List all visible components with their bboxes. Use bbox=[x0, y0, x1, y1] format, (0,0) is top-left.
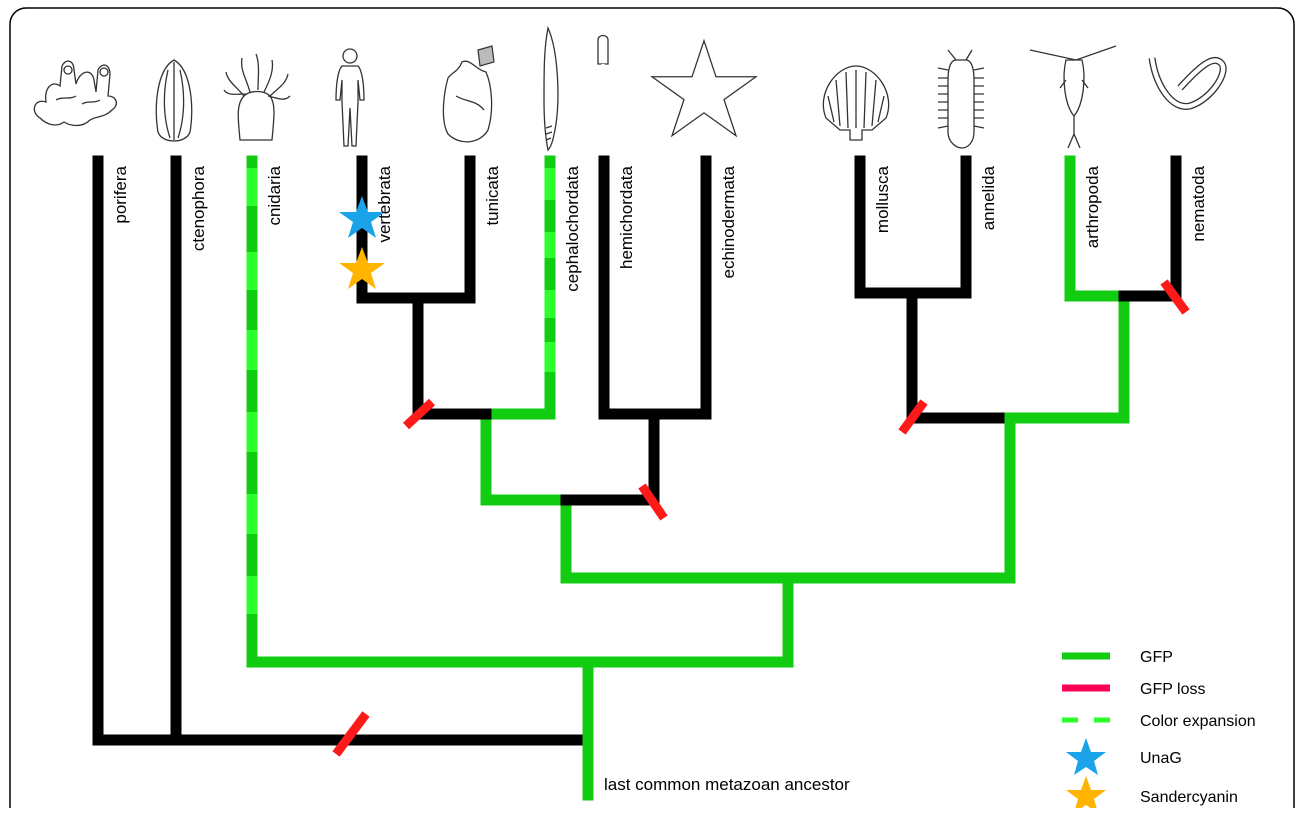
taxon-label-cephalochordata: cephalochordata bbox=[563, 165, 582, 291]
taxon-label-arthropoda: arthropoda bbox=[1083, 165, 1102, 248]
gfp-loss-marks bbox=[332, 279, 1190, 757]
tree-branches bbox=[92, 155, 1182, 801]
gfp-loss-lophotrochozoa bbox=[898, 399, 928, 435]
frame-border bbox=[9, 7, 1295, 813]
legend-unag-star-icon bbox=[1066, 738, 1106, 775]
taxon-label-hemichordata: hemichordata bbox=[617, 165, 636, 269]
lancelet-icon bbox=[543, 25, 559, 152]
legend: GFP GFP loss Color expansion UnaG Sander… bbox=[1062, 649, 1256, 813]
sea-anemone-icon bbox=[223, 53, 291, 141]
color-expansion-dashes bbox=[246, 168, 556, 614]
root-label: last common metazoan ancestor bbox=[604, 775, 850, 794]
taxon-label-ctenophora: ctenophora bbox=[189, 165, 208, 251]
unag-star-icon bbox=[339, 196, 385, 238]
taxon-label-nematoda: nematoda bbox=[1189, 165, 1208, 241]
human-icon bbox=[335, 48, 365, 147]
taxon-label-cnidaria: cnidaria bbox=[265, 165, 284, 225]
gfp-loss-olfactores bbox=[402, 398, 436, 430]
taxon-label-echinodermata: echinodermata bbox=[719, 165, 738, 278]
taxon-labels: porifera ctenophora cnidaria vertebrata … bbox=[111, 165, 1208, 291]
taxon-label-tunicata: tunicata bbox=[483, 165, 502, 225]
gfp-loss-ctenophora-porifera bbox=[332, 711, 370, 757]
taxon-label-annelida: annelida bbox=[979, 165, 998, 230]
legend-sandercyanin-label: Sandercyanin bbox=[1140, 789, 1238, 806]
sponge-icon bbox=[33, 60, 118, 127]
taxon-label-mollusca: mollusca bbox=[873, 165, 892, 233]
legend-unag-label: UnaG bbox=[1140, 750, 1182, 767]
sandercyanin-star-icon bbox=[339, 247, 385, 289]
gfp-loss-nematoda bbox=[1160, 279, 1190, 315]
legend-color-expansion-label: Color expansion bbox=[1140, 713, 1256, 730]
roundworm-icon bbox=[1148, 57, 1227, 110]
comb-jelly-icon bbox=[155, 59, 193, 142]
acorn-worm-icon bbox=[597, 34, 654, 138]
bristle-worm-icon bbox=[937, 49, 985, 149]
taxon-label-porifera: porifera bbox=[111, 165, 130, 223]
starfish-icon bbox=[650, 38, 758, 138]
taxon-label-vertebrata: vertebrata bbox=[375, 165, 394, 242]
legend-gfp-label: GFP bbox=[1140, 649, 1173, 666]
copepod-icon bbox=[1029, 45, 1117, 149]
legend-sandercyanin-star-icon bbox=[1066, 776, 1106, 813]
legend-gfp-loss-label: GFP loss bbox=[1140, 681, 1206, 698]
scallop-icon bbox=[822, 65, 890, 141]
sea-squirt-icon bbox=[442, 45, 495, 143]
gfp-loss-ambulacraria bbox=[638, 483, 668, 521]
